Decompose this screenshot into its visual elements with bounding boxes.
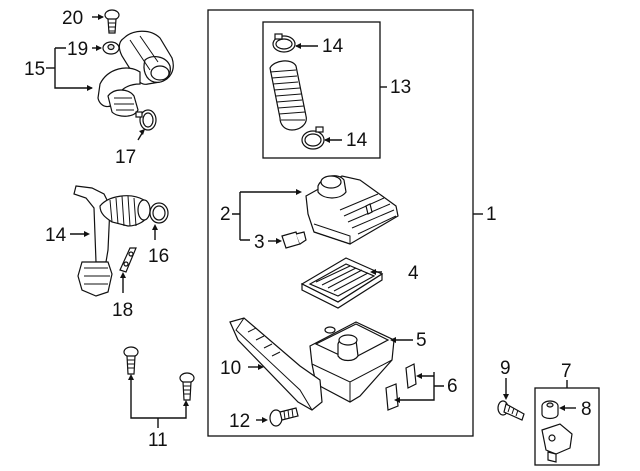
callout-7: 7: [561, 361, 572, 382]
hose-kit-icon: [269, 60, 307, 131]
callout-17: 16: [148, 246, 169, 267]
callout-10: 10: [220, 358, 241, 379]
callout-2: 2: [220, 204, 231, 225]
callout-15: 14: [45, 225, 67, 246]
callout-21: 20: [62, 8, 83, 29]
bracket-assembly-icon: [541, 423, 573, 463]
callout-3: 3: [254, 232, 265, 253]
leader-lines: [46, 16, 576, 428]
arrowheads: [84, 14, 565, 423]
callout-11: 11: [148, 430, 168, 451]
resonator-assembly-icon: [97, 30, 174, 117]
outlet-tube-icon: [73, 185, 151, 297]
callout-13: 13: [390, 77, 411, 98]
sensor-connector-icon: [281, 231, 307, 249]
assembly-13-frame: [262, 21, 381, 159]
callout-14-top: 14: [322, 36, 344, 57]
callout-4: 4: [408, 263, 419, 284]
flange-bolt-icon: [269, 407, 299, 427]
clamp-icon: [149, 202, 169, 224]
bolt-icon: [497, 400, 525, 421]
screw-icon: [104, 9, 120, 34]
grommet-icon: [541, 400, 559, 420]
clamp-icon: [135, 109, 157, 131]
callout-8: 8: [581, 399, 592, 420]
screw-pair-icon: [123, 346, 195, 401]
callout-labels: 20 19 15 17 14 16 18 14 14 13 1 2 3 4 5 …: [24, 8, 592, 451]
air-filter-element-icon: [300, 257, 384, 309]
callout-12: 12: [229, 411, 250, 432]
callout-16: 15: [24, 59, 45, 80]
hose-clamp-icon: [272, 33, 296, 53]
callout-20: 19: [67, 39, 88, 60]
callout-9: 9: [500, 358, 511, 379]
lower-housing-icon: [309, 321, 395, 403]
grommet-icon: [102, 41, 120, 55]
callout-18: 17: [115, 147, 136, 168]
callout-6: 6: [447, 376, 458, 397]
callout-1: 1: [486, 204, 497, 225]
hose-clamp-icon: [301, 126, 325, 150]
callout-19: 18: [112, 300, 133, 321]
inlet-duct-icon: [229, 317, 323, 411]
callout-14-bottom: 14: [346, 130, 368, 151]
air-cleaner-upper-housing-icon: [305, 175, 399, 245]
callout-5: 5: [416, 330, 427, 351]
bracket-clip-icon: [119, 247, 137, 273]
assembly-1-frame: [207, 9, 474, 437]
retaining-clip-icon: [385, 363, 417, 411]
